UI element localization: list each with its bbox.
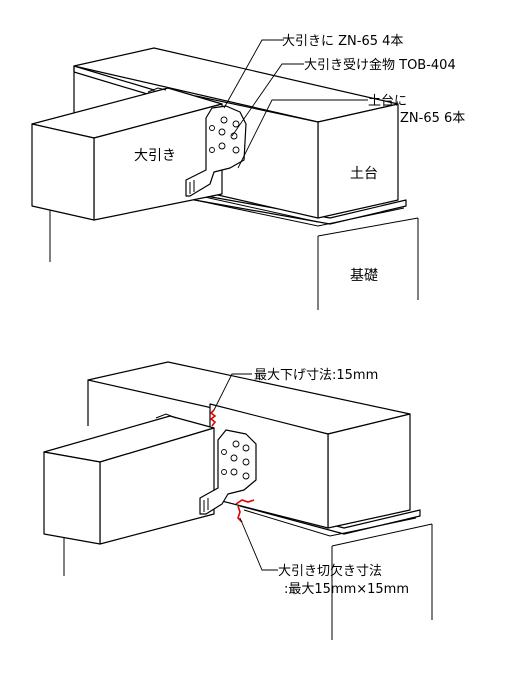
label-foundation: 基礎	[350, 267, 378, 284]
label-hanger: 大引き受け金物 TOB-404	[304, 57, 456, 73]
bottom-leaders	[213, 373, 278, 571]
label-notch-1: 大引き切欠き寸法	[278, 563, 382, 579]
bottom-hanger-bracket	[199, 429, 257, 515]
label-notch-2: :最大15mm×15mm	[284, 582, 409, 597]
label-sill: 土台	[350, 166, 378, 182]
bottom-diagram: 最大下げ寸法:15mm 大引き切欠き寸法 :最大15mm×15mm	[43, 361, 433, 640]
top-leaders	[223, 39, 368, 169]
top-sill	[73, 47, 407, 227]
label-nails-sill-1: 土台に	[368, 94, 407, 109]
label-nails-beam: 大引きに ZN-65 4本	[282, 34, 403, 49]
label-max-drop: 最大下げ寸法:15mm	[254, 368, 378, 383]
label-nails-sill-2: ZN-65 6本	[400, 111, 465, 126]
bottom-sill	[87, 361, 421, 537]
label-beam: 大引き	[134, 148, 176, 164]
bottom-beam	[43, 413, 215, 545]
top-beam	[31, 87, 223, 221]
top-diagram: 大引きに ZN-65 4本 大引き受け金物 TOB-404 土台に ZN-65 …	[31, 34, 465, 310]
top-hanger-bracket	[185, 105, 247, 197]
dimension-markers	[209, 409, 255, 523]
